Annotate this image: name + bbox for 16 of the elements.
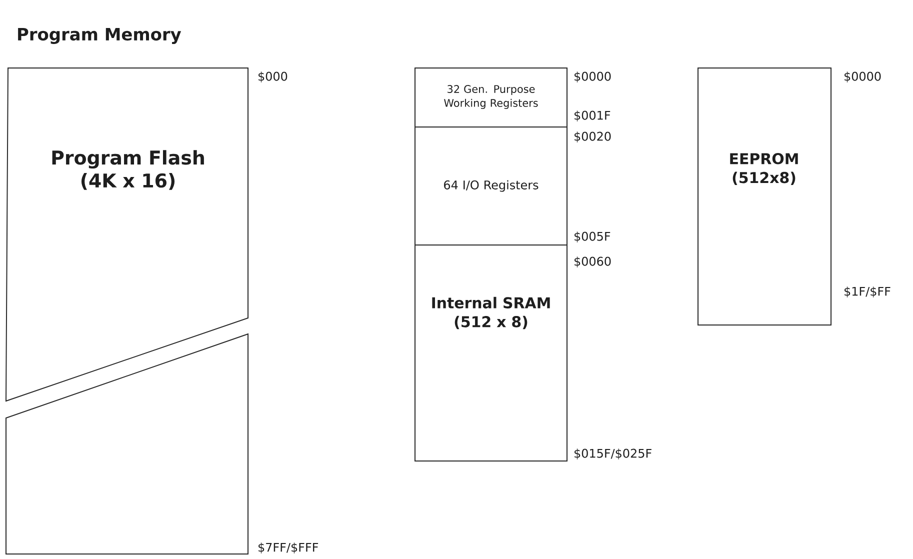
address-label: $000 — [258, 72, 288, 82]
memory-block — [6, 333, 248, 554]
address-label: $005F — [574, 232, 610, 242]
address-label: $1F/$FF — [844, 286, 890, 298]
address-label: $001F — [574, 110, 610, 122]
memory-block: EEPROM (512x8) — [698, 68, 832, 326]
address-label: $0060 — [574, 256, 611, 268]
address-label: $7FF/$FFF — [258, 542, 318, 554]
title: Program Memory — [18, 28, 182, 44]
address-label: $0000 — [574, 72, 611, 82]
memory-block: 32 Gen. Purpose Working Registers — [414, 68, 568, 128]
address-label: $015F/$025F — [574, 448, 652, 460]
address-label: $0000 — [844, 72, 881, 82]
address-label: $0020 — [574, 132, 611, 142]
memory-block: Internal SRAM (512 x 8) — [414, 244, 568, 462]
memory-block: 64 I/O Registers — [414, 126, 568, 246]
